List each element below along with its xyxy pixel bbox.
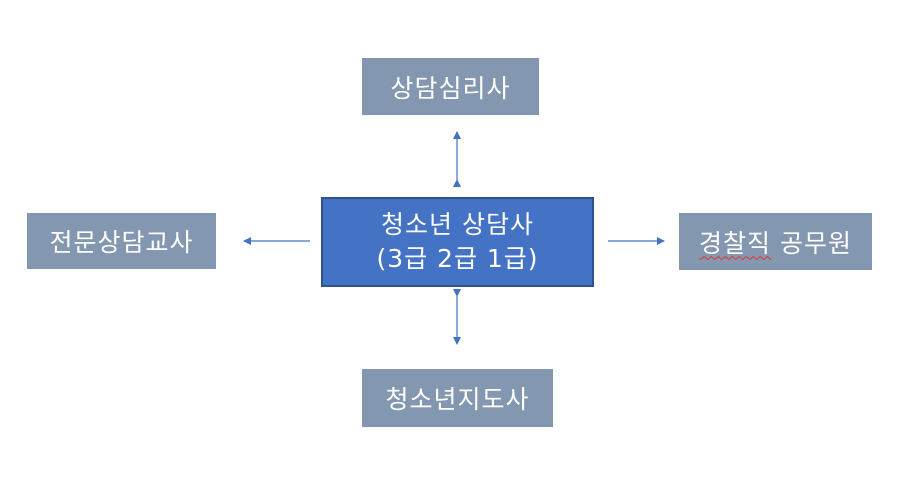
- node-youth-instructor: 청소년지도사: [362, 369, 553, 427]
- node-label-part2: 공무원: [771, 228, 852, 258]
- node-label-line2: (3급 2급 1급): [376, 244, 539, 273]
- node-label: 청소년지도사: [385, 385, 530, 414]
- node-label-part1: 경찰직: [699, 228, 772, 258]
- node-professional-counseling-teacher: 전문상담교사: [25, 211, 218, 271]
- node-label-line1: 청소년 상담사: [381, 210, 534, 239]
- node-label: 전문상담교사: [49, 228, 194, 257]
- node-youth-counselor: 청소년 상담사 (3급 2급 1급): [321, 197, 594, 287]
- node-counseling-psychologist: 상담심리사: [362, 58, 539, 115]
- node-police-officer: 경찰직 공무원: [679, 213, 872, 270]
- node-label: 상담심리사: [390, 73, 511, 103]
